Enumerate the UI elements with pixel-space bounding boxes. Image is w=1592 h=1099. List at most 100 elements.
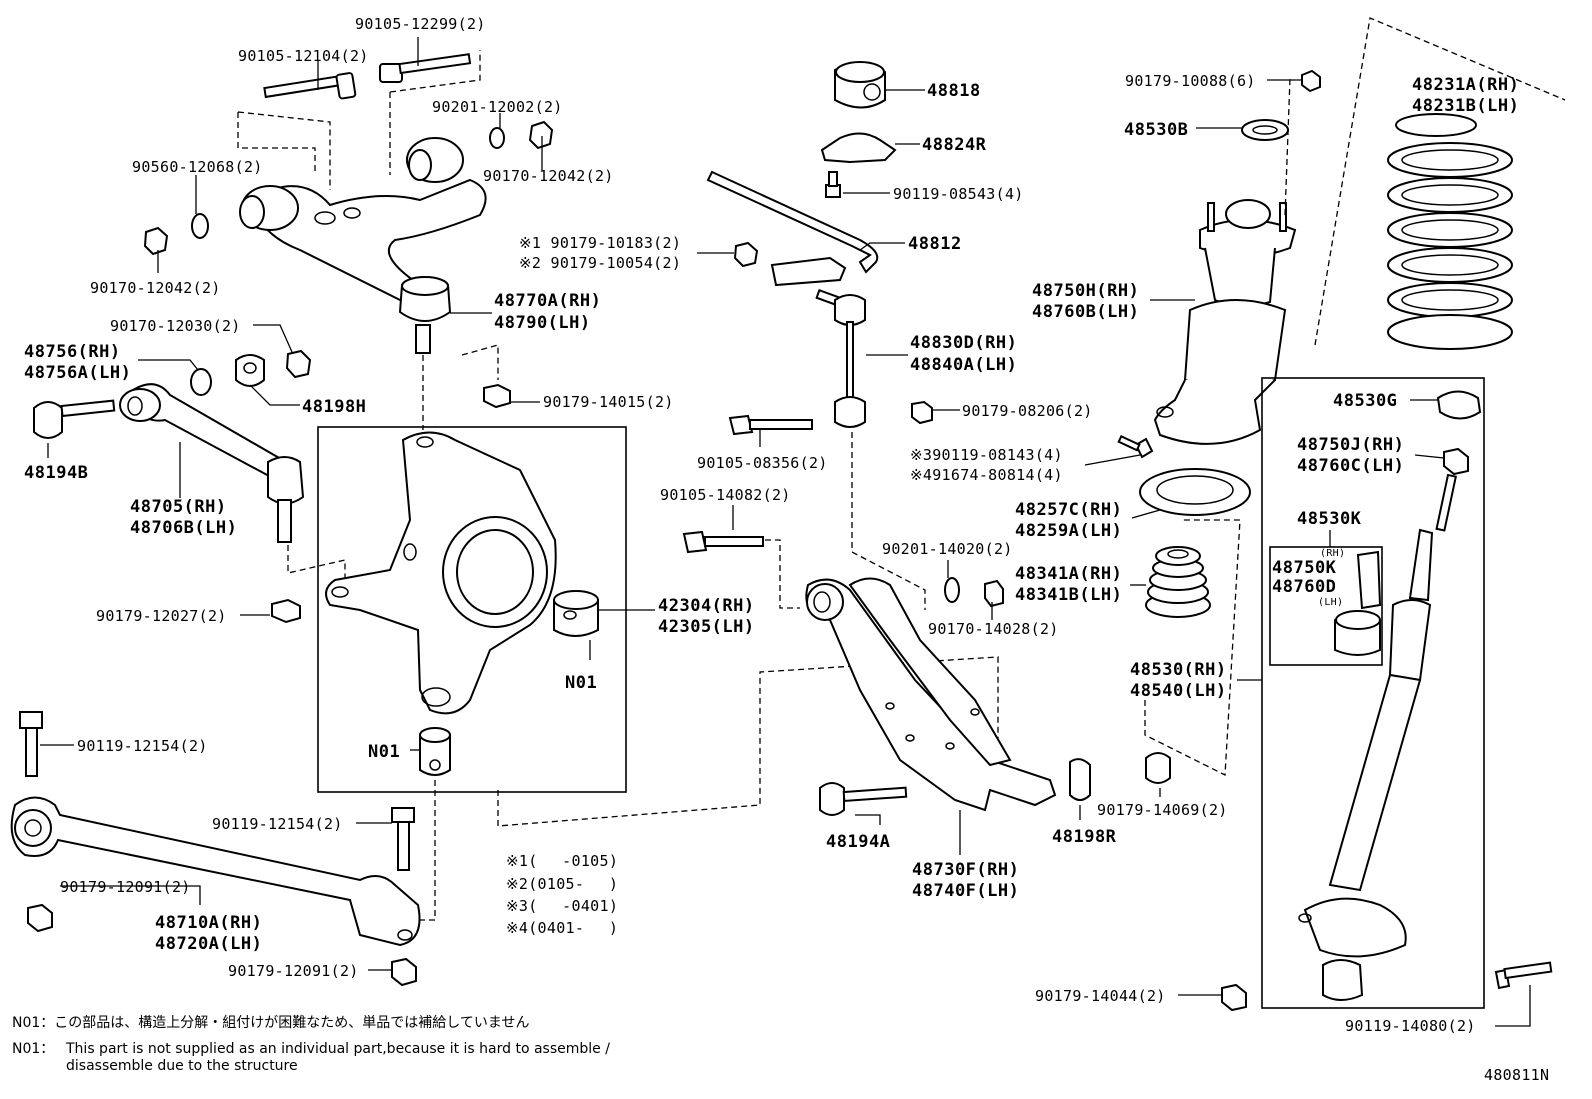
bolt-90105-14082 <box>682 530 764 554</box>
label-90170-14028: 90170-14028(2) <box>928 620 1059 638</box>
nut-90170-12042-b <box>143 226 169 256</box>
label-91674-80814: ※491674-80814(4) <box>910 466 1063 484</box>
label-48770A: 48770A(RH) <box>494 291 601 311</box>
footnote-2: ※2(0105- ) <box>506 875 618 893</box>
bolt-48194A <box>819 782 908 816</box>
stabilizer-link-48830D <box>815 288 866 428</box>
toe-arm-group <box>33 349 346 624</box>
nut-48750J <box>1443 447 1469 476</box>
label-48760B: 48760B(LH) <box>1032 302 1139 322</box>
nut-90179-08206 <box>911 400 933 425</box>
washer-90201-12002 <box>489 127 505 149</box>
label-90170-12030: 90170-12030(2) <box>110 317 241 335</box>
label-48750K-rh: (RH) <box>1320 548 1345 559</box>
label-90119-08543: 90119-08543(4) <box>893 185 1024 203</box>
label-48530: 48530(RH) <box>1130 660 1227 680</box>
bushing-N01-lower <box>419 727 451 776</box>
note-jp: N01：この部品は、構造上分解・組付けが困難なため、単品では補給していません <box>12 1015 529 1031</box>
nut-90179-14069 <box>1145 752 1171 784</box>
label-48194A: 48194A <box>826 832 890 852</box>
label-90179-14044: 90179-14044(2) <box>1035 987 1166 1005</box>
part-labels: 90105-12299(2) 90105-12104(2) 90201-1200… <box>24 15 1519 1035</box>
bushing-N01-upper <box>553 590 599 637</box>
label-48530K: 48530K <box>1297 509 1362 529</box>
strut-cover-48750H <box>1153 199 1297 445</box>
label-90179-10054: ※2 90179-10054(2) <box>519 254 681 272</box>
label-90119-12154-a: 90119-12154(2) <box>77 737 208 755</box>
note-en-prefix: N01： <box>12 1041 54 1057</box>
label-48790: 48790(LH) <box>494 313 591 333</box>
label-48760D: 48760D <box>1272 577 1336 597</box>
label-48730F: 48730F(RH) <box>912 860 1019 880</box>
label-48198H: 48198H <box>302 397 366 417</box>
note-en-line2: disassemble due to the structure <box>66 1058 298 1074</box>
drawing-id: 480811N <box>1484 1066 1549 1084</box>
label-48231B: 48231B(LH) <box>1412 96 1519 116</box>
label-48750J: 48750J(RH) <box>1297 435 1404 455</box>
label-42304: 42304(RH) <box>658 596 755 616</box>
bolt-90105-12299 <box>379 53 472 83</box>
label-48760C: 48760C(LH) <box>1297 456 1404 476</box>
bushing-48818 <box>834 61 886 109</box>
washer-90201-14020 <box>944 577 960 603</box>
note-en-line1: This part is not supplied as an individu… <box>65 1041 610 1057</box>
label-48760D-lh: (LH) <box>1318 597 1343 608</box>
label-48231A: 48231A(RH) <box>1412 75 1519 95</box>
label-48824R: 48824R <box>922 135 987 155</box>
shock-absorber-group <box>1221 377 1553 1012</box>
label-90119-14080: 90119-14080(2) <box>1345 1017 1476 1035</box>
nut-90179-12091-b <box>391 957 417 987</box>
stabilizer-bar-48812 <box>706 170 879 274</box>
nut-90170-12030 <box>285 349 312 379</box>
label-90201-14020: 90201-14020(2) <box>882 540 1013 558</box>
label-48750H: 48750H(RH) <box>1032 281 1139 301</box>
label-48530G: 48530G <box>1333 391 1397 411</box>
label-90179-08206: 90179-08206(2) <box>962 402 1093 420</box>
bump-stopper-48341A <box>1145 546 1211 618</box>
label-N01-a: N01 <box>565 673 597 693</box>
label-90179-14069: 90179-14069(2) <box>1097 801 1228 819</box>
label-48341B: 48341B(LH) <box>1015 585 1122 605</box>
lower-left-group <box>10 711 421 987</box>
bolt-90119-08543 <box>825 171 841 198</box>
label-90179-12027: 90179-12027(2) <box>96 607 227 625</box>
label-48818: 48818 <box>927 81 981 101</box>
mount-48760D <box>1334 610 1381 656</box>
label-48756: 48756(RH) <box>24 342 121 362</box>
shock-subframe <box>1269 546 1383 666</box>
label-90119-12154-b: 90119-12154(2) <box>212 815 343 833</box>
label-48530B: 48530B <box>1124 120 1188 140</box>
bushing-48198H <box>235 354 265 387</box>
knuckle-group <box>317 344 999 921</box>
nut-90179-12027 <box>271 598 301 624</box>
nut-90170-12042-a <box>528 120 554 150</box>
label-90179-12091-a: 90179-12091(2) <box>60 878 191 896</box>
nut-90179-14044 <box>1221 983 1247 1012</box>
nut-90179-10088 <box>1301 69 1321 93</box>
label-48259A: 48259A(LH) <box>1015 521 1122 541</box>
label-48194B: 48194B <box>24 463 88 483</box>
label-90119-08143: ※390119-08143(4) <box>910 446 1063 464</box>
nut-90179-14015 <box>483 383 511 409</box>
label-90105-12299: 90105-12299(2) <box>355 15 486 33</box>
lower-arm-group <box>682 530 1091 816</box>
bolt-90105-08356 <box>728 414 813 436</box>
footnotes: ※1( -0105) ※2(0105- ) ※3( -0401) ※4(0401… <box>506 852 618 937</box>
label-48750K: 48750K <box>1272 558 1337 578</box>
label-48720A: 48720A(LH) <box>155 934 262 954</box>
leader-lines <box>40 37 1531 1027</box>
coil-spring-48231A <box>1387 113 1513 350</box>
footnote-4: ※4(0401- ) <box>506 919 618 937</box>
steering-knuckle <box>325 431 557 715</box>
bolt-90119-12154-a <box>19 711 43 777</box>
nut-90179-10183 <box>733 241 759 268</box>
nut-90170-14028 <box>984 579 1004 608</box>
lower-arm-48730F <box>805 577 1057 812</box>
label-48740F: 48740F(LH) <box>912 881 1019 901</box>
shock-frame <box>1261 377 1485 1009</box>
label-48257C: 48257C(RH) <box>1015 500 1122 520</box>
bolt-90119-14080 <box>1494 961 1553 990</box>
label-90179-14015: 90179-14015(2) <box>543 393 674 411</box>
label-48540: 48540(LH) <box>1130 681 1227 701</box>
